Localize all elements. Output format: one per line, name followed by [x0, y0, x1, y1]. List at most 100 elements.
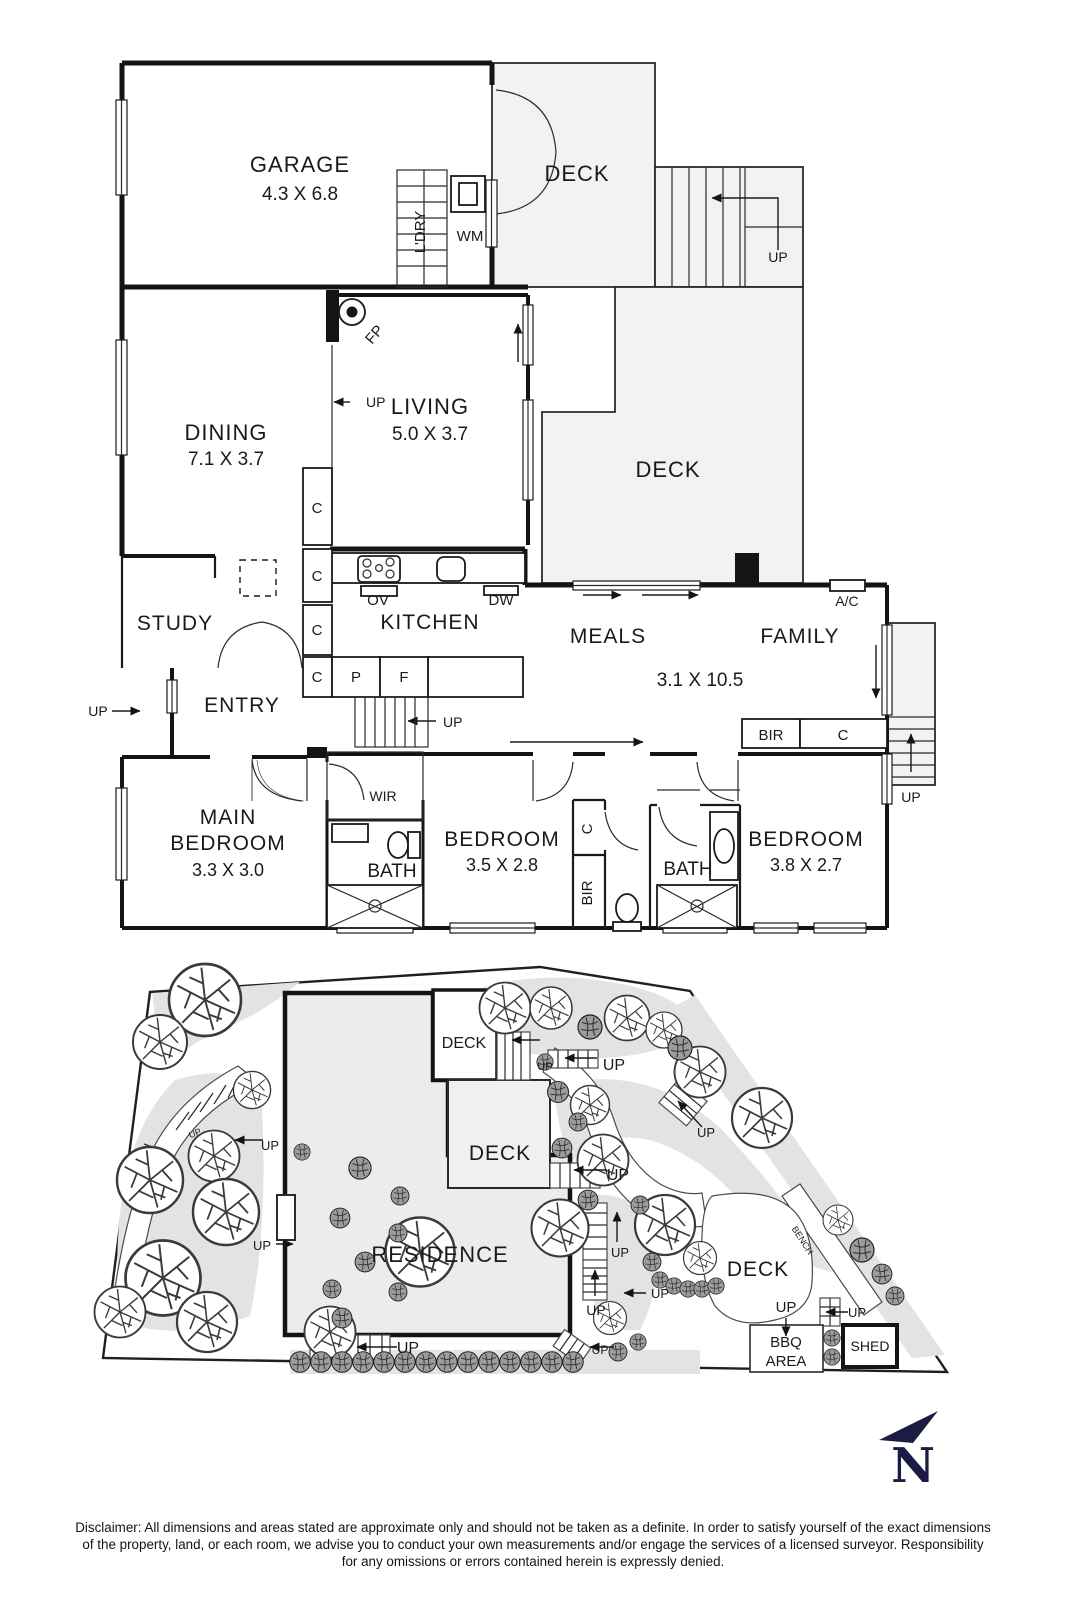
up-site-5: UP: [603, 1057, 625, 1074]
bedroom3-dims: 3.8 X 2.7: [770, 855, 842, 875]
dining-label: DINING: [185, 420, 268, 445]
family-dims: 3.1 X 10.5: [657, 670, 744, 691]
wall-pier: [326, 290, 339, 342]
bath1-label: BATH: [367, 861, 416, 882]
site-deck-top-label: DECK: [442, 1035, 487, 1052]
floor-plan: GARAGE 4.3 X 6.8 DECK UP DINING 7.1 X 3.…: [88, 60, 936, 934]
island-bench: [427, 656, 524, 698]
wir-label: WIR: [369, 788, 396, 804]
bath2-label: BATH: [663, 859, 712, 880]
up-label-living: UP: [366, 394, 385, 410]
bedroom2-dims: 3.5 X 2.8: [466, 855, 538, 875]
living-label: LIVING: [391, 394, 469, 419]
site-entry-step: [276, 1194, 296, 1241]
wm-label: WM: [457, 228, 484, 245]
direction-arrows: [112, 323, 881, 747]
site-deck-rear-label: DECK: [727, 1258, 789, 1281]
deck-upper-area: [491, 62, 804, 288]
bedroom3-label: BEDROOM: [748, 828, 864, 851]
deck-rear-area: [541, 286, 804, 584]
deck-right-stairs: [886, 622, 936, 786]
fridge-label: F: [399, 669, 408, 686]
garage-label: GARAGE: [250, 152, 350, 177]
up-site-13: UP: [776, 1299, 797, 1316]
up-site-11: UP: [592, 1343, 609, 1357]
laundry-label: L'DRY: [412, 211, 429, 254]
vanity-icon: [331, 823, 369, 843]
entry-stairs: [354, 696, 429, 748]
bath1-fixtures: [326, 751, 424, 929]
ac-unit-icon: [829, 579, 866, 592]
dishwasher-label: DW: [489, 592, 515, 609]
site-deck-mid: [447, 1079, 551, 1189]
fireplace-label: FP: [362, 322, 387, 348]
up-label-deck-upper: UP: [768, 249, 787, 265]
wall-pier-kitchen: [735, 553, 759, 585]
bbq-label-line2: AREA: [766, 1353, 807, 1370]
kitchen-label: KITCHEN: [380, 611, 479, 634]
bir-label: BIR: [758, 727, 783, 744]
wall-stub: [307, 747, 327, 758]
toilet-icon: [387, 831, 421, 859]
bedroom2-label: BEDROOM: [444, 828, 560, 851]
dining-dims: 7.1 X 3.7: [188, 449, 264, 470]
disclaimer-line2: of the property, land, or each room, we …: [82, 1537, 983, 1552]
cupboard-label-5: C: [838, 727, 849, 744]
site-plan: DECK DECK RESIDENCE DECK UP UP UP UP UP …: [93, 962, 961, 1374]
entry-label: ENTRY: [204, 694, 280, 717]
up-site-2: UP: [187, 1126, 202, 1140]
cupboard-label-4: C: [312, 669, 323, 686]
cupboard-label-1: C: [312, 500, 323, 517]
up-site-12: UP: [651, 1286, 669, 1301]
up-label-entry-stairs: UP: [443, 714, 462, 730]
dishwasher-icon: [483, 585, 519, 596]
family-label: FAMILY: [760, 625, 839, 648]
site-residence-label: RESIDENCE: [371, 1242, 508, 1267]
main-bedroom-line2: BEDROOM: [170, 832, 286, 855]
shower-icon: [326, 884, 424, 929]
washing-machine-icon: [450, 175, 486, 213]
north-arrow-icon: [879, 1411, 938, 1443]
disclaimer-line3: for any omissions or errors contained he…: [342, 1554, 725, 1569]
shower2-icon: [656, 884, 738, 929]
cupboard-label-2: C: [312, 568, 323, 585]
study-label: STUDY: [137, 612, 213, 635]
ac-label: A/C: [835, 593, 858, 609]
up-label-entry-ext: UP: [88, 703, 107, 719]
oven-icon: [360, 585, 398, 597]
cupboard-label-6: C: [579, 823, 596, 834]
meals-label: MEALS: [570, 625, 646, 648]
cooktop-icon: [357, 555, 401, 583]
deck-rear-label: DECK: [635, 457, 700, 482]
deck-upper-label: DECK: [544, 161, 609, 186]
cupboard-label-3: C: [312, 622, 323, 639]
site-deck-rear: [701, 1192, 813, 1324]
kitchen-area: [329, 552, 526, 698]
site-deck-mid-label: DECK: [469, 1142, 531, 1165]
up-site-8: UP: [611, 1245, 629, 1260]
up-site-6: UP: [697, 1125, 715, 1140]
cupboards: [302, 467, 429, 698]
up-site-9: UP: [586, 1302, 605, 1318]
bbq-label-line1: BBQ: [770, 1334, 802, 1351]
disclaimer: Disclaimer: All dimensions and areas sta…: [75, 1520, 991, 1569]
up-site-1: UP: [261, 1138, 279, 1153]
bir2-label: BIR: [579, 880, 596, 905]
bath2-fixtures: [612, 789, 740, 932]
laundry-area: [396, 169, 486, 288]
disclaimer-line1: Disclaimer: All dimensions and areas sta…: [75, 1520, 991, 1535]
up-site-3: UP: [253, 1238, 271, 1253]
vanity2-icon: [709, 811, 739, 881]
site-shed: [841, 1323, 899, 1369]
up-site-7: UP: [607, 1167, 629, 1184]
north-compass: N: [879, 1411, 938, 1494]
fireplace-icon: [338, 298, 366, 326]
main-bedroom-dims: 3.3 X 3.0: [192, 860, 264, 880]
site-arrows: [234, 1035, 848, 1352]
sink-icon: [436, 556, 466, 582]
doors: [217, 89, 739, 851]
up-site-14: UP: [848, 1305, 866, 1320]
robe-row: [741, 718, 888, 749]
